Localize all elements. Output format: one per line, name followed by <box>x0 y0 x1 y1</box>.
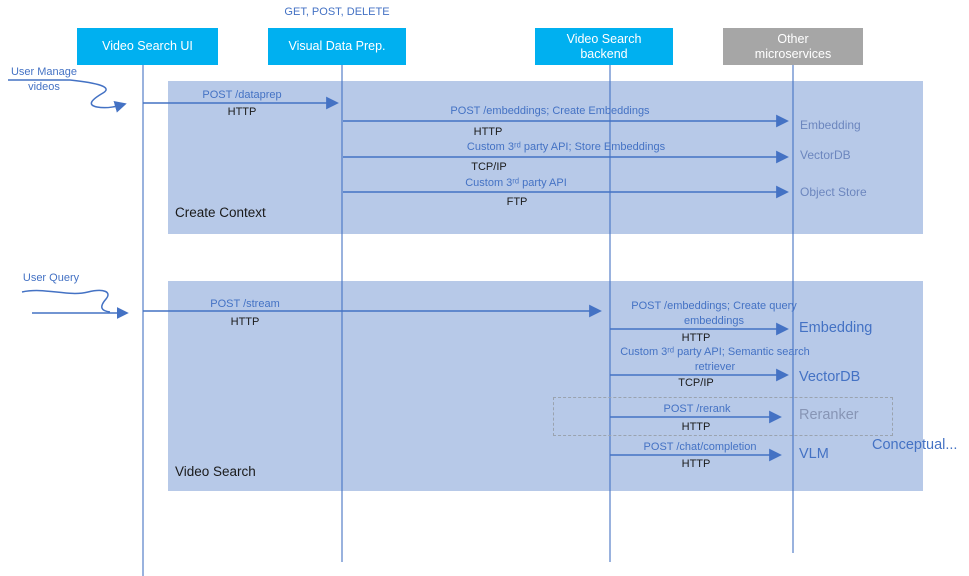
video-search-title: Video Search <box>175 464 256 479</box>
service-label-vlm: VLM <box>799 446 829 462</box>
user-query-label: User Query <box>22 272 80 284</box>
message-protocol: HTTP <box>681 332 711 344</box>
actor-label: Other microservices <box>754 31 832 61</box>
message-label-post-stream: POST /stream <box>210 298 280 310</box>
conceptual-dashed-box <box>553 397 893 436</box>
user-manage-label-line2: videos <box>28 81 60 93</box>
actor-box-video-search-ui: Video Search UI <box>77 28 218 65</box>
message-label-post-rerank: POST /rerank <box>663 403 731 415</box>
actor-label: Video Search backend <box>566 31 642 61</box>
service-label-vectordb: VectorDB <box>799 369 861 385</box>
message-label-post-dataprep: POST /dataprep <box>202 89 282 101</box>
conceptual-note: Conceptual... <box>872 437 958 453</box>
service-label-embedding: Embedding <box>800 118 861 132</box>
service-label-object-store: Object Store <box>800 185 867 199</box>
http-methods-note: GET, POST, DELETE <box>284 6 390 18</box>
message-protocol: TCP/IP <box>471 161 507 173</box>
message-label-semantic-search: Custom 3ʳᵈ party API; Semantic search re… <box>620 346 810 373</box>
actor-box-visual-data-prep: Visual Data Prep. <box>268 28 406 65</box>
service-label-vectordb: VectorDB <box>800 148 851 162</box>
message-label-custom-api: Custom 3ʳᵈ party API <box>465 177 567 189</box>
video-search-panel <box>168 281 923 491</box>
service-label-reranker: Reranker <box>799 407 859 423</box>
message-protocol: FTP <box>506 196 528 208</box>
actor-label: Video Search UI <box>102 39 193 53</box>
actor-box-other-microservices: Other microservices <box>723 28 863 65</box>
message-label-query-embeddings: POST /embeddings; Create query embedding… <box>631 300 797 327</box>
message-label-store-embeddings: Custom 3ʳᵈ party API; Store Embeddings <box>466 141 666 153</box>
message-label-create-embeddings: POST /embeddings; Create Embeddings <box>450 105 650 117</box>
service-label-embedding: Embedding <box>799 320 873 336</box>
message-protocol: HTTP <box>681 421 711 433</box>
message-label-chat-completion: POST /chat/completion <box>643 441 757 453</box>
actor-label: Visual Data Prep. <box>288 39 386 53</box>
user-query-squiggle <box>21 289 111 313</box>
message-protocol: HTTP <box>227 106 257 118</box>
message-protocol: HTTP <box>681 458 711 470</box>
actor-box-video-search-backend: Video Search backend <box>535 28 673 65</box>
message-protocol: HTTP <box>473 126 503 138</box>
message-protocol: TCP/IP <box>678 377 714 389</box>
message-protocol: HTTP <box>230 316 260 328</box>
user-manage-squiggle-arrow <box>8 79 127 113</box>
user-manage-label-line1: User Manage <box>10 66 78 78</box>
create-context-title: Create Context <box>175 205 266 220</box>
